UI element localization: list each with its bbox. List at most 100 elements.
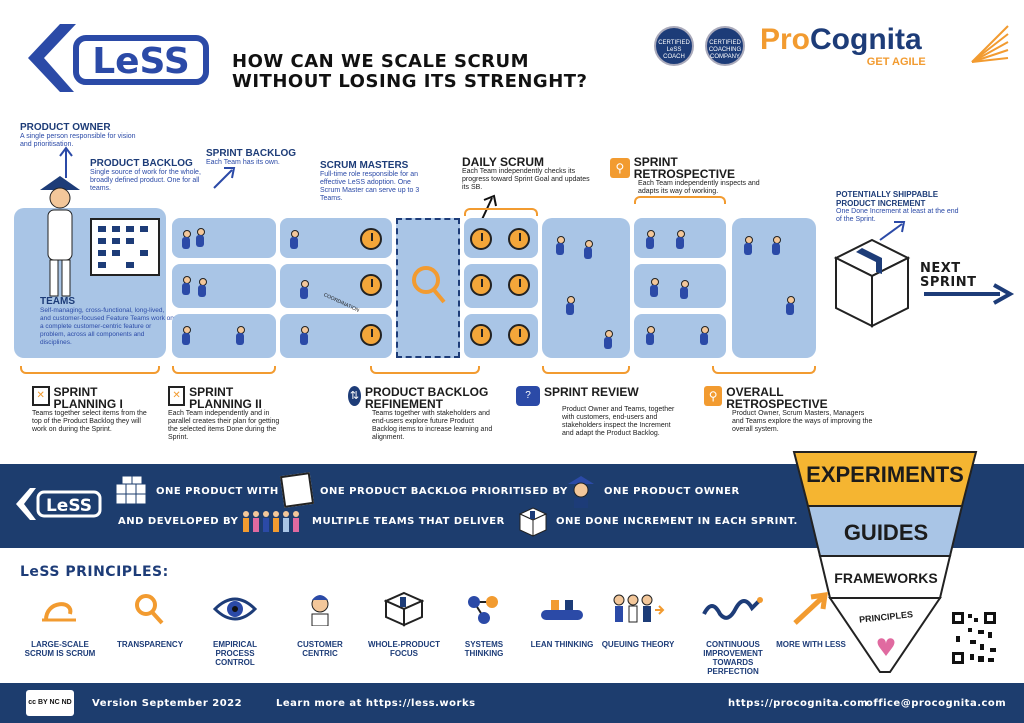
team-member — [198, 278, 207, 298]
backlog-board — [90, 218, 160, 276]
team-member — [772, 236, 781, 256]
nodes-icon — [446, 588, 522, 630]
team-member — [556, 236, 565, 256]
footer-version: Version September 2022 — [92, 698, 243, 709]
banner-text-4: AND DEVELOPED BY — [118, 516, 239, 527]
team-member — [236, 326, 245, 346]
team-member — [700, 326, 709, 346]
title-line-1: HOW CAN WE SCALE SCRUM — [232, 51, 530, 72]
increment-note: POTENTIALLY SHIPPABLE PRODUCT INCREMENT … — [836, 190, 959, 223]
product-owner-avatar — [566, 474, 596, 508]
magnifier-icon: ⚲ — [704, 386, 723, 406]
principle-label: LEAN THINKING — [530, 640, 594, 649]
swap-arrows-icon: ⇅ — [348, 386, 361, 406]
less-logo-graphic: LeSS — [28, 24, 209, 92]
refinement-magnifier-icon — [412, 266, 446, 304]
funnel-frameworks: FRAMEWORKS — [834, 570, 938, 586]
footer-email-link[interactable]: office@procognita.com — [866, 698, 1007, 709]
review-bracket — [542, 366, 630, 374]
qr-code[interactable] — [950, 608, 998, 666]
sprint-planning-2: ✕ SPRINT PLANNING II Each Team independe… — [168, 385, 280, 441]
team-member — [646, 230, 655, 250]
refinement-bracket — [370, 366, 480, 374]
team-member — [182, 276, 191, 296]
wave-icon — [690, 588, 776, 630]
footer-site-link[interactable]: https://procognita.com — [728, 698, 869, 709]
team-member — [182, 326, 191, 346]
timer-icon — [508, 228, 530, 250]
retro-tile-2 — [634, 264, 726, 308]
principle-label: TRANSPARENCY — [116, 640, 184, 649]
svg-text:LeSS: LeSS — [46, 496, 92, 516]
principle-label: MORE WITH LESS — [776, 640, 846, 649]
principle-label: CUSTOMER CENTRIC — [297, 640, 343, 658]
page-title: HOW CAN WE SCALE SCRUM WITHOUT LOSING IT… — [232, 52, 587, 92]
banner-text-3: ONE PRODUCT OWNER — [604, 486, 740, 497]
eye-icon — [196, 588, 274, 630]
refinement-area — [396, 218, 460, 358]
team-member — [182, 230, 191, 250]
backlog-list-icon — [279, 472, 315, 508]
funnel-experiments: EXPERIMENTS — [806, 462, 964, 487]
team-member — [650, 278, 659, 298]
team-member — [786, 296, 795, 316]
product-owner-figure — [30, 170, 90, 305]
timer-icon — [470, 228, 492, 250]
timer-icon — [470, 324, 492, 346]
team-member — [676, 230, 685, 250]
principle-label: EMPIRICAL PROCESS CONTROL — [213, 640, 257, 667]
sprint-retrospective-note: ⚲ SPRINT RETROSPECTIVE Each Team indepen… — [610, 156, 780, 196]
principle-label: LARGE-SCALE SCRUM IS SCRUM — [24, 640, 96, 658]
timer-icon — [508, 324, 530, 346]
timer-icon — [470, 274, 492, 296]
principle-label: QUEUING THEORY — [601, 640, 675, 649]
banner-less-logo: LeSS — [14, 484, 104, 524]
planning2-bracket — [172, 366, 276, 374]
team-member — [566, 296, 575, 316]
team-member — [196, 228, 205, 248]
brand-pro: Pro — [760, 23, 811, 56]
funnel-graphic — [792, 451, 978, 673]
team-member — [680, 280, 689, 300]
banner-text-2: ONE PRODUCT BACKLOG PRIORITISED BY — [320, 486, 568, 497]
team-member — [300, 280, 309, 300]
team-member — [646, 326, 655, 346]
sprint-planning-1: ✕ SPRINT PLANNING I Teams together selec… — [32, 385, 147, 433]
team-member — [300, 326, 309, 346]
daily-scrum-note: DAILY SCRUM Each Team independently chec… — [462, 155, 590, 191]
brand-tagline: GET AGILE — [866, 56, 926, 68]
footer — [0, 683, 1024, 723]
retro-magnifier-icon: ⚲ — [610, 158, 630, 178]
customer-icon — [282, 588, 358, 630]
procognita-brand: ProCognita GET AGILE — [760, 23, 926, 69]
product-backlog-note: PRODUCT BACKLOG Single source of work fo… — [90, 158, 201, 192]
logo-text: LeSS — [92, 41, 190, 82]
cc-license-badge: cc BY NC ND — [26, 690, 74, 716]
cubes-icon — [114, 474, 150, 506]
team-member — [744, 236, 753, 256]
principles-title: LeSS PRINCIPLES: — [20, 564, 169, 580]
procognita-lines-icon — [971, 25, 1009, 63]
planning1-bracket — [20, 366, 160, 374]
increment-small-icon — [518, 506, 548, 538]
box-icon — [364, 588, 444, 630]
banner-text-6: ONE DONE INCREMENT IN EACH SPRINT. — [556, 516, 798, 527]
footer-learn-link[interactable]: Learn more at https://less.works — [276, 698, 476, 709]
arrow-up-icon — [776, 588, 846, 630]
certified-company-badge: CERTIFIED COACHING COMPANY — [705, 26, 745, 66]
principle-label: SYSTEMS THINKING — [464, 640, 504, 658]
speech-bubble-icon: ? — [516, 386, 540, 406]
scrum-masters-note: SCRUM MASTERS Full-time role responsible… — [320, 160, 420, 202]
magnifier-icon — [110, 588, 190, 630]
overall-retrospective: ⚲ OVERALL RETROSPECTIVE Product Owner, S… — [704, 386, 874, 434]
tactics-icon: ✕ — [32, 386, 50, 406]
sprint-backlog-note: SPRINT BACKLOG Each Team has its own. — [206, 148, 296, 166]
next-sprint-label: NEXT SPRINT — [920, 261, 977, 290]
sprint-review: ? SPRINT REVIEW Product Owner and Teams,… — [516, 386, 676, 438]
conveyor-icon — [528, 588, 596, 630]
team-member — [290, 230, 299, 250]
daily-bracket — [464, 208, 538, 216]
team-member — [584, 240, 593, 260]
banner-text-5: MULTIPLE TEAMS THAT DELIVER — [312, 516, 505, 527]
loop-arrow-icon — [18, 588, 102, 630]
